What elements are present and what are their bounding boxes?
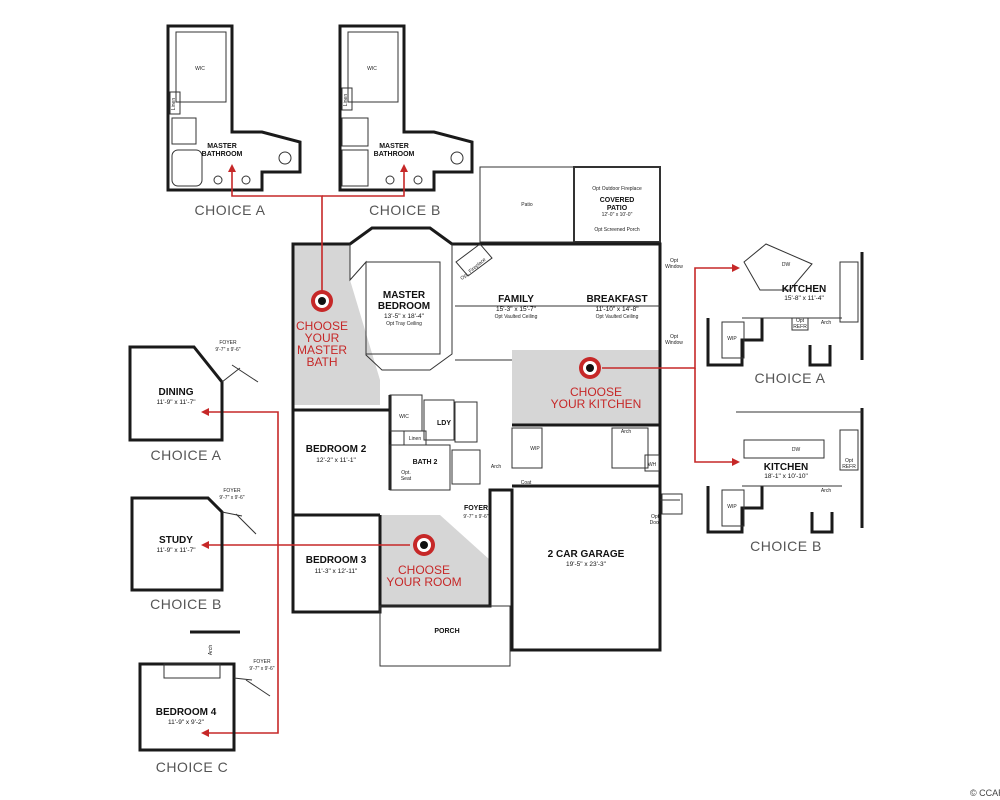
linen-label: Linen — [409, 436, 421, 442]
dining-dim: 11'-9" x 11'-7" — [156, 399, 196, 406]
kitchen-b-label: CHOICE B — [750, 538, 822, 554]
bath-a-linen: Linen — [171, 98, 177, 110]
bath-a-label: CHOICE A — [195, 202, 266, 218]
bed4-dim: 11'-9" x 9'-2" — [168, 719, 205, 726]
garage-name: 2 CAR GARAGE — [548, 549, 625, 560]
master-bedroom-dim: 13'-5" x 18'-4" — [384, 313, 425, 320]
wh-label: WH — [648, 462, 657, 468]
covered-patio-dim: 12'-0" x 10'-0" — [602, 212, 633, 218]
dining-foyer-dim: 9'-7" x 9'-6" — [215, 347, 240, 353]
bedroom3-name: BEDROOM 3 — [306, 555, 367, 566]
bath-b-wic: WIC — [367, 66, 377, 72]
kitchen-b-dim: 18'-1" x 10'-10" — [764, 473, 808, 480]
opt-screened-porch: Opt Screened Porch — [594, 227, 640, 233]
wic-label: WIC — [399, 414, 409, 420]
dining-name: DINING — [159, 387, 194, 398]
bath-a-wic: WIC — [195, 66, 205, 72]
study-foyer-dim: 9'-7" x 9'-6" — [219, 495, 244, 501]
bath2-label: BATH 2 — [413, 459, 438, 466]
breakfast-name: BREAKFAST — [586, 294, 647, 305]
dining-foyer: FOYER — [219, 340, 237, 346]
bed4-foyer: FOYER — [253, 659, 271, 665]
kitchen-a-arch: Arch — [821, 320, 832, 326]
bed4-name: BEDROOM 4 — [156, 707, 217, 718]
arch-main: Arch — [491, 464, 502, 470]
kitchen-a-dim: 15'-8" x 11'-4" — [784, 295, 824, 302]
room-choice-a[interactable]: FOYER 9'-7" x 9'-6" DINING 11'-9" x 11'-… — [128, 340, 259, 463]
bed4-arch: Arch — [208, 645, 214, 656]
bath-b-label: CHOICE B — [369, 202, 441, 218]
master-bath-zone[interactable] — [293, 244, 380, 405]
breakfast-dim: 11'-10" x 14'-8" — [595, 306, 639, 313]
kitchen-b-dw: DW — [792, 447, 801, 453]
room-zone[interactable] — [380, 515, 490, 606]
master-bedroom-note: Opt Tray Ceiling — [386, 321, 422, 327]
coat-label: Coat — [521, 480, 532, 486]
opt-seat: Opt.Seat — [401, 470, 412, 482]
opt-fireplace: Opt. Fireplace — [459, 257, 487, 282]
room-choice-b[interactable]: FOYER 9'-7" x 9'-6" STUDY 11'-9" x 11'-7… — [130, 488, 257, 612]
bath-b-linen: Linen — [343, 94, 349, 106]
connector-lines — [201, 164, 740, 737]
family-dim: 15'-3" x 15'-7" — [496, 306, 537, 313]
main-walls — [291, 226, 683, 667]
room-b-label: CHOICE B — [150, 596, 222, 612]
breakfast-note: Opt Vaulted Ceiling — [596, 314, 639, 320]
bedroom2-dim: 12'-2" x 11'-1" — [316, 457, 356, 464]
study-dim: 11'-9" x 11'-7" — [156, 547, 196, 554]
porch-label: PORCH — [434, 628, 459, 635]
patio-label: Patio — [521, 202, 533, 208]
study-foyer: FOYER — [223, 488, 241, 494]
kitchen-b-arch: Arch — [821, 488, 832, 494]
family-note: Opt Vaulted Ceiling — [495, 314, 538, 320]
kitchen-a-wip: WIP — [727, 336, 737, 342]
ldy-label: LDY — [437, 420, 451, 427]
opt-outdoor-fireplace: Opt Outdoor Fireplace — [592, 186, 642, 192]
foyer-dim: 9'-7" x 9'-6" — [463, 514, 488, 520]
bedroom3-dim: 11'-3" x 12'-11" — [315, 568, 358, 575]
room-c-label: CHOICE C — [156, 759, 228, 775]
kitchen-b-name: KITCHEN — [764, 462, 808, 473]
bed4-foyer-dim: 9'-7" x 9'-6" — [249, 666, 274, 672]
kitchen-b-wip: WIP — [727, 504, 737, 510]
kitchen-a-dw: DW — [782, 262, 791, 268]
wip-main: WIP — [530, 446, 540, 452]
kitchen-choice-b[interactable]: DW KITCHEN 18'-1" x 10'-10" WIP Arch Opt… — [706, 408, 864, 554]
room-choice-c[interactable]: Arch FOYER 9'-7" x 9'-6" BEDROOM 4 11'-9… — [138, 630, 275, 775]
copyright: © CCAR — [970, 788, 1000, 798]
room-a-label: CHOICE A — [151, 447, 222, 463]
kitchen-a-name: KITCHEN — [782, 284, 826, 295]
foyer-name: FOYER — [464, 505, 488, 512]
family-name: FAMILY — [498, 294, 534, 305]
arch-kitchen: Arch — [621, 429, 632, 435]
garage-dim: 19'-5" x 23'-3" — [566, 561, 607, 568]
bedroom2-name: BEDROOM 2 — [306, 444, 367, 455]
study-name: STUDY — [159, 535, 193, 546]
kitchen-a-label: CHOICE A — [755, 370, 826, 386]
